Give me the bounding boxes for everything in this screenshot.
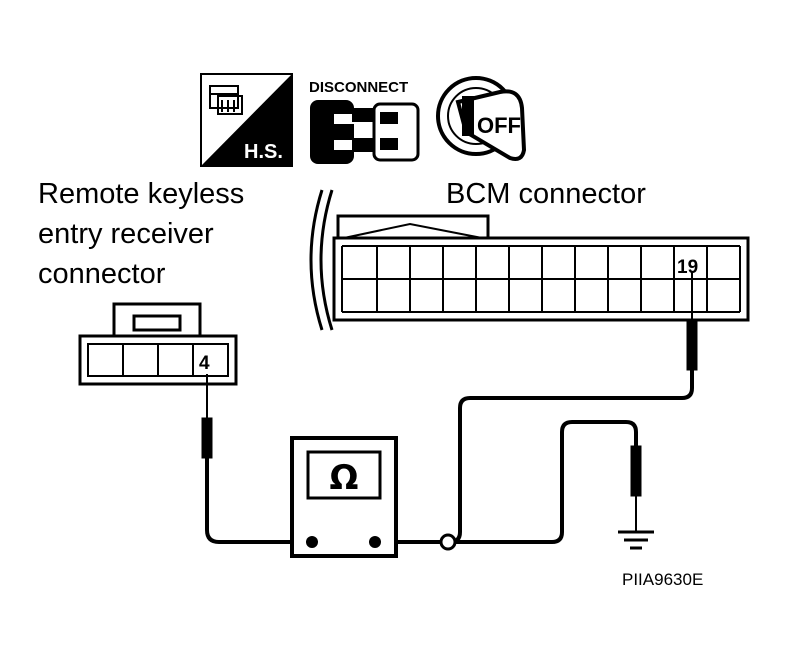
meter-terminal-left (306, 536, 318, 548)
receiver-connector (78, 302, 238, 386)
ground-icon (618, 530, 654, 550)
ohmmeter: Ω (290, 436, 398, 558)
connector-sketch-icon (209, 85, 243, 115)
bcm-connector-label: BCM connector (446, 178, 646, 210)
test-leads (201, 272, 698, 544)
wire-junction (439, 533, 457, 551)
receiver-pin-label: 4 (199, 353, 210, 374)
harness-side-icon: H.S. (200, 73, 293, 167)
ohm-symbol-icon: Ω (330, 458, 359, 498)
receiver-label-line1: Remote keyless (38, 178, 244, 210)
ignition-off-label: OFF (477, 113, 521, 138)
ignition-off-icon: OFF (436, 76, 527, 161)
harness-side-label: H.S. (244, 141, 283, 163)
disconnect-icon: DISCONNECT (309, 79, 420, 164)
bcm-pin-label: 19 (677, 257, 698, 278)
receiver-label-line2: entry receiver (38, 218, 214, 250)
meter-terminal-right (369, 536, 381, 548)
bcm-connector (309, 189, 750, 331)
disconnect-label: DISCONNECT (309, 79, 408, 96)
figure-code: PIIA9630E (622, 570, 703, 589)
receiver-label-line3: connector (38, 258, 166, 290)
